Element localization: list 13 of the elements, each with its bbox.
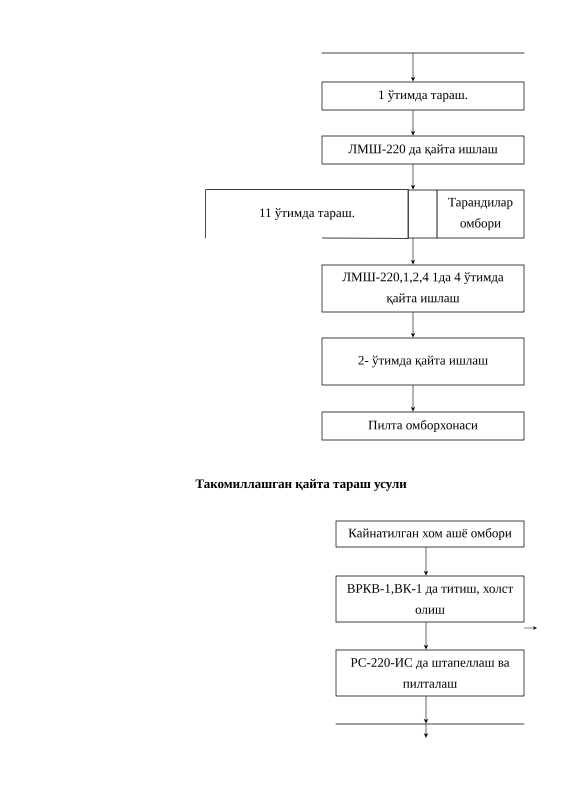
process-box: ВРКВ-1,ВК-1 да титиш, холст олиш — [336, 576, 524, 622]
process-box: ЛМШ-220 да қайта ишлаш — [322, 136, 524, 164]
heading: Такомиллашган қайта тараш усули — [196, 479, 406, 491]
horizontal-line — [321, 52, 525, 54]
process-box: Пилта омборхонаси — [322, 412, 524, 440]
process-box: 2- ўтимда қайта ишлаш — [322, 338, 524, 386]
process-box: 11 ўтимда тараш. — [205, 189, 409, 239]
process-box: 1 ўтимда тараш. — [322, 82, 524, 110]
process-box: Кайнатилган хом ашё омбори — [336, 520, 524, 548]
process-box: РС-220-ИС да штапеллаш ва пилталаш — [336, 650, 524, 696]
process-box: Тарандилар омбори — [436, 190, 524, 238]
process-box: ЛМШ-220,1,2,4 1да 4 ўтимда қайта ишлаш — [322, 264, 524, 312]
empty-cell — [408, 190, 438, 238]
